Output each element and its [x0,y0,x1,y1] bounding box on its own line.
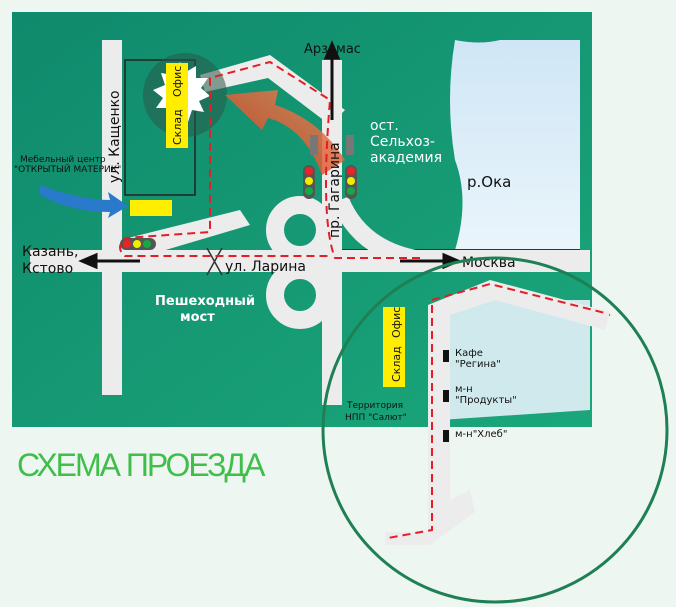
shop-label-1: м-н [455,384,473,395]
bridge-label-2: мост [180,310,215,325]
sklad-ofis-sign [166,63,188,148]
kstovo-label: Кстово [22,261,73,277]
cafe-label-2: "Регина" [455,359,501,370]
kashchenko-street-label: ул. Кащенко [107,90,123,183]
bread-shop-label: м-н"Хлеб" [455,429,507,440]
stop-label-3: академия [370,150,442,166]
stop-label-2: Сельхоз- [370,134,435,150]
cafe-label-1: Кафе [455,348,483,359]
river-label: р.Ока [467,173,511,191]
furniture-arrow-icon [40,185,128,218]
bridge-label-1: Пешеходный [155,294,255,309]
inset-ofis-label: Офис [390,307,403,338]
sklad-label: Склад [171,109,184,145]
furniture-center-building [130,200,172,216]
territory-label-1: Территория [346,401,403,411]
territory-label-2: НПП "Салют" [345,413,407,423]
stop-label-1: ост. [370,118,399,134]
kazan-label: Казань, [22,244,78,260]
zoom-inset [321,256,669,604]
furniture-label-2: "ОТКРЫТЫЙ МАТЕРИК" [14,163,121,175]
arzamas-label: Арзамас [304,42,361,57]
inset-sklad-label: Склад [390,346,403,382]
shop-label-2: "Продукты" [455,395,517,406]
pedestrian-bridge [206,247,223,276]
river [450,40,580,250]
larina-street-label: ул. Ларина [225,259,306,275]
gagarina-street-label: пр. Гагарина [327,142,343,238]
traffic-light-icon [120,135,357,250]
ofis-label: Офис [171,66,184,97]
furniture-label-1: Мебельный центр [20,155,106,165]
page-title: СХЕМА ПРОЕЗДА [17,447,266,483]
